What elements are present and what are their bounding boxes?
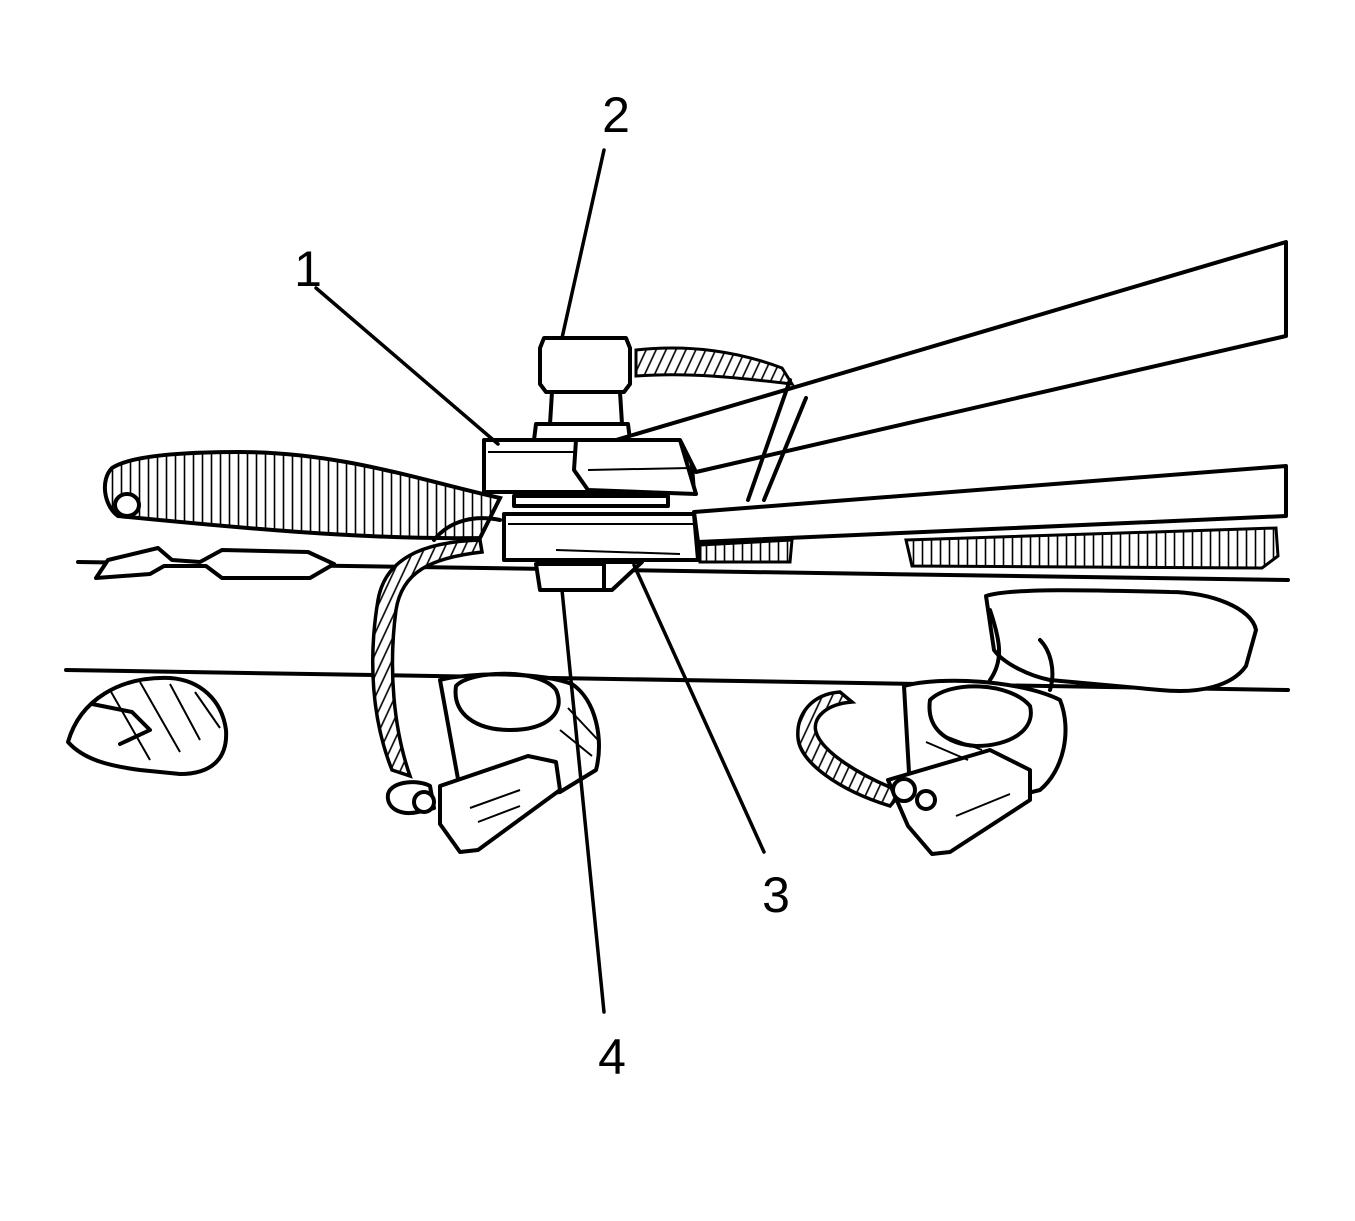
injector-right <box>886 588 1258 856</box>
injector-center <box>385 671 601 854</box>
callout-3: 3 <box>762 867 790 923</box>
callout-1: 1 <box>294 241 322 297</box>
injector-wire-left <box>370 516 502 779</box>
fuel-rail <box>64 546 1290 692</box>
support-bracket <box>746 378 808 502</box>
injector-wire-right <box>796 690 905 809</box>
leader-line-4 <box>560 588 606 1014</box>
leader-line-3 <box>632 563 766 854</box>
callout-4: 4 <box>598 1029 626 1085</box>
leader-line-2 <box>560 148 606 340</box>
callouts: 1 2 3 4 <box>294 87 790 1085</box>
injector-far-left <box>66 675 229 776</box>
callout-2: 2 <box>602 87 630 143</box>
wiring-harness <box>102 346 1280 570</box>
leader-lines <box>314 148 766 1014</box>
lower-wrench <box>555 464 1288 555</box>
leader-line-1 <box>314 286 500 446</box>
upper-wrench <box>572 240 1288 496</box>
